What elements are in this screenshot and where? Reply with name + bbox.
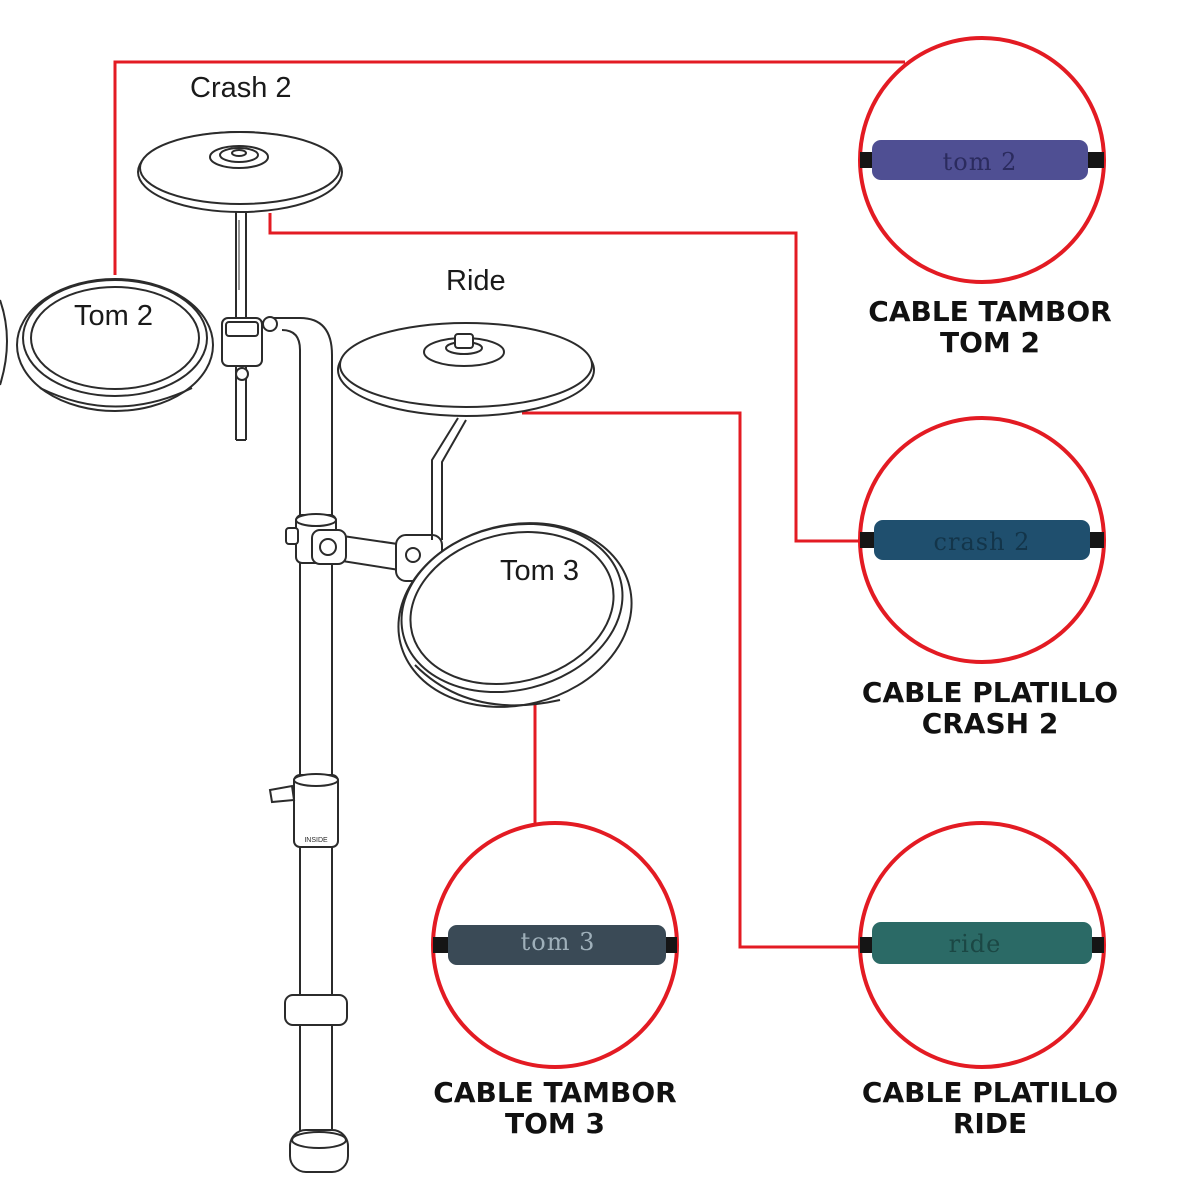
cable-sleeve-tom2 bbox=[872, 140, 1088, 180]
callout-tom3: tom 3 bbox=[431, 821, 679, 1069]
connector-lines bbox=[113, 60, 905, 949]
tom3-pad bbox=[397, 522, 633, 708]
caption-crash2-line2: CRASH 2 bbox=[921, 707, 1059, 740]
partial-pad-edge bbox=[0, 299, 8, 386]
drum-kit-drawing: INSIDE bbox=[0, 131, 633, 1173]
cable-sleeve-ride bbox=[872, 922, 1092, 964]
caption-crash2: CABLE PLATILLO CRASH 2 bbox=[830, 677, 1150, 739]
caption-tom2: CABLE TAMBOR TOM 2 bbox=[830, 296, 1150, 358]
ride-cymbal bbox=[337, 322, 595, 417]
sleeve-text-crash2: crash 2 bbox=[934, 528, 1031, 556]
callout-tom2: tom 2 bbox=[858, 36, 1106, 284]
caption-tom2-line1: CABLE TAMBOR bbox=[868, 295, 1112, 328]
caption-ride-line2: RIDE bbox=[952, 1107, 1028, 1140]
caption-tom2-line2: TOM 2 bbox=[940, 326, 1040, 359]
cable-sleeve-tom3 bbox=[448, 925, 666, 965]
sleeve-text-tom2: tom 2 bbox=[943, 148, 1018, 176]
crash2-label: Crash 2 bbox=[190, 72, 292, 104]
caption-tom3: CABLE TAMBOR TOM 3 bbox=[395, 1077, 715, 1139]
connector-line-crash2 bbox=[268, 213, 862, 543]
connector-line-tom2 bbox=[113, 60, 905, 275]
crash2-cymbal bbox=[137, 131, 343, 213]
sleeve-text-ride: ride bbox=[949, 930, 1002, 958]
tom2-pad bbox=[16, 278, 214, 412]
tom2-label: Tom 2 bbox=[74, 300, 153, 332]
caption-crash2-line1: CABLE PLATILLO bbox=[861, 676, 1119, 709]
crash2-post bbox=[221, 212, 278, 441]
height-clamp: INSIDE bbox=[268, 773, 339, 848]
caption-ride-line1: CABLE PLATILLO bbox=[861, 1076, 1119, 1109]
callout-crash2: crash 2 bbox=[858, 416, 1106, 664]
sleeve-text-tom3: tom 3 bbox=[521, 928, 596, 956]
clamp-inside-text: INSIDE bbox=[304, 837, 328, 844]
callout-ride: ride bbox=[858, 821, 1106, 1069]
ride-label: Ride bbox=[446, 265, 506, 297]
connector-line-ride bbox=[522, 411, 862, 949]
main-stand bbox=[268, 317, 349, 1173]
ride-post bbox=[431, 417, 467, 540]
cable-sleeve-crash2 bbox=[874, 520, 1090, 560]
caption-tom3-line2: TOM 3 bbox=[505, 1107, 605, 1140]
caption-ride: CABLE PLATILLO RIDE bbox=[830, 1077, 1150, 1139]
caption-tom3-line1: CABLE TAMBOR bbox=[433, 1076, 677, 1109]
tom3-label: Tom 3 bbox=[500, 555, 579, 587]
